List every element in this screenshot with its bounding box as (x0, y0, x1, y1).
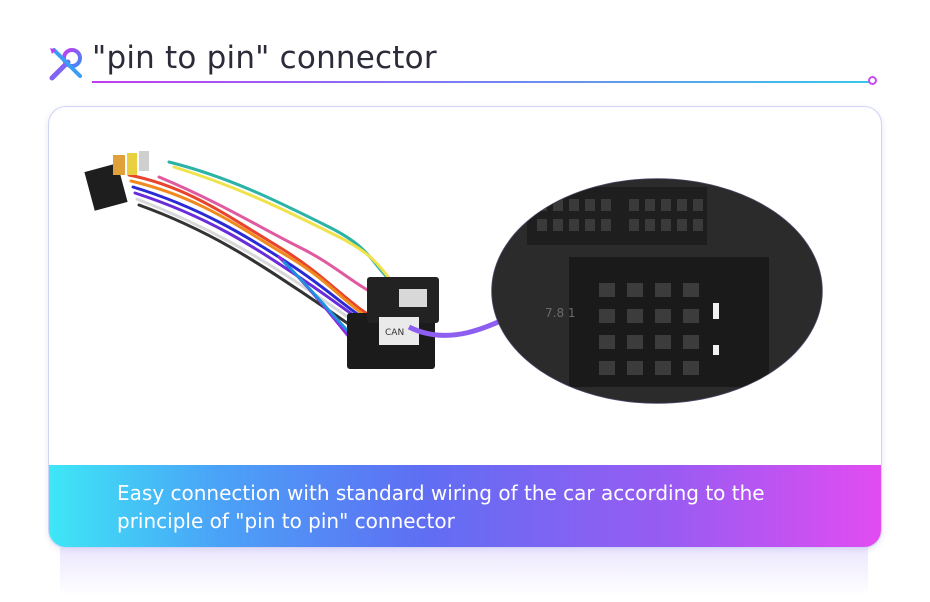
harness-connector-blocks: CAN (347, 277, 439, 369)
title-underline (92, 81, 870, 83)
section-header: "pin to pin" connector (46, 38, 886, 90)
card-reflection (60, 548, 868, 602)
wiring-harness-photo: CAN (84, 151, 823, 404)
wrench-screwdriver-icon (49, 48, 82, 81)
caption-text: Easy connection with standard wiring of … (117, 481, 765, 533)
underline-end-dot (868, 76, 877, 85)
page-title: "pin to pin" connector (92, 40, 437, 76)
plug-marking: 7.8 1 (545, 306, 576, 320)
connector-label: CAN (385, 328, 404, 338)
connector-closeup: 7.8 1 (492, 179, 822, 403)
left-plugs (84, 151, 149, 211)
product-card: CAN (48, 106, 882, 548)
caption-band: Easy connection with standard wiring of … (49, 465, 881, 547)
